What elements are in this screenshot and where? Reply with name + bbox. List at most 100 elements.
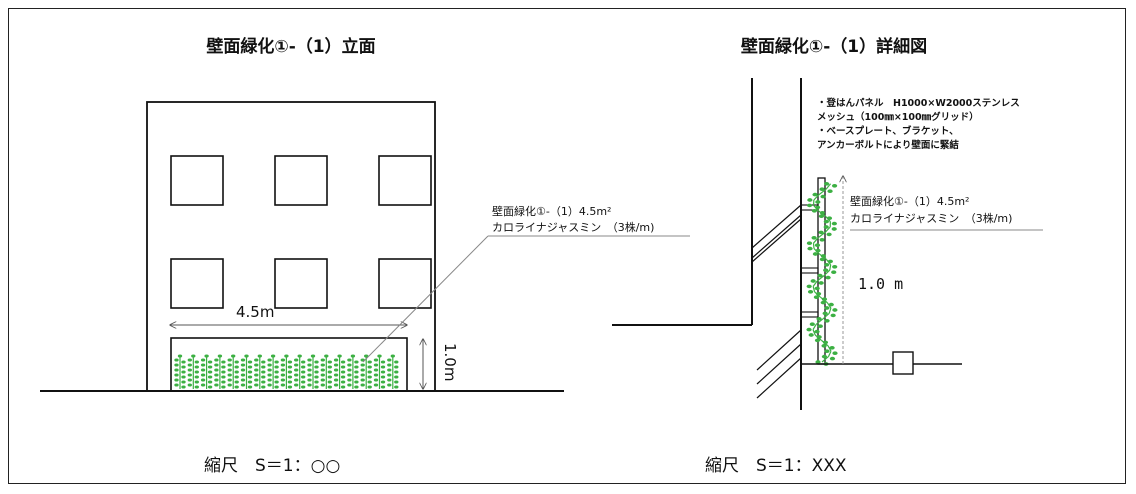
leaf — [819, 210, 826, 215]
leaf — [227, 383, 232, 387]
leaf — [287, 385, 293, 389]
leaf — [394, 385, 399, 389]
bracket — [751, 218, 802, 263]
stem — [812, 280, 818, 287]
leaf — [207, 360, 213, 364]
leaf — [214, 383, 219, 387]
leaf — [187, 358, 192, 362]
leaf — [307, 383, 312, 387]
leaf — [347, 383, 352, 387]
leaf — [301, 365, 306, 369]
leaf — [360, 378, 365, 382]
leaf — [809, 322, 815, 327]
leaf — [333, 363, 339, 367]
leaf — [340, 380, 346, 384]
window — [170, 258, 224, 309]
leaf — [808, 333, 814, 337]
leaf — [815, 200, 821, 204]
leaf — [174, 358, 179, 362]
leaf — [390, 354, 395, 358]
elevation-title: 壁面緑化①-（1）立面 — [206, 36, 375, 57]
leaf — [221, 370, 226, 374]
stem — [829, 264, 832, 271]
leaf — [822, 340, 829, 345]
leaf — [807, 198, 813, 202]
leaf — [194, 380, 199, 384]
leaf — [280, 373, 286, 377]
leaf — [387, 368, 392, 372]
leaf — [367, 380, 372, 384]
leaf — [194, 360, 199, 364]
leaf — [267, 363, 272, 367]
leaf — [823, 219, 829, 224]
leaf — [826, 232, 832, 237]
note-line-4: アンカーボルトにより壁面に緊結 — [817, 139, 959, 151]
leaf — [354, 360, 359, 364]
greening-panel — [170, 337, 408, 392]
leaf — [187, 383, 192, 387]
leaf — [240, 373, 246, 377]
leaf — [247, 360, 253, 364]
detail-callout-line-1: 壁面緑化①-（1）4.5m² — [850, 194, 969, 208]
leaf — [284, 354, 289, 358]
detail-height-label: 1.0 m — [858, 275, 903, 293]
leaf — [234, 370, 239, 374]
leaf — [177, 354, 183, 358]
leaf — [813, 295, 820, 300]
leaf — [267, 378, 272, 382]
leaf — [327, 375, 332, 379]
leaf — [174, 378, 179, 382]
leaf — [214, 378, 219, 382]
leaf — [214, 358, 219, 362]
leaf — [227, 363, 232, 367]
leaf — [367, 385, 372, 389]
leaf — [254, 378, 259, 382]
leaf — [823, 181, 830, 186]
leaf — [240, 368, 246, 372]
callout-line-2: カロライナジャスミン （3株/m) — [492, 220, 654, 234]
leaf — [394, 375, 399, 379]
leaf — [814, 205, 821, 210]
stem — [816, 275, 825, 282]
leaf — [240, 378, 246, 382]
leaf — [340, 375, 346, 379]
leaf — [831, 221, 837, 226]
leaf — [261, 360, 266, 364]
leaf — [380, 360, 386, 364]
leaf — [327, 370, 332, 374]
leaf — [221, 375, 226, 379]
leaf — [187, 363, 192, 367]
leaf — [257, 354, 262, 358]
leaf — [274, 385, 279, 389]
leaf — [247, 375, 253, 379]
stem — [824, 226, 831, 233]
leaf — [307, 368, 312, 372]
leaf — [387, 378, 392, 382]
leaf — [221, 385, 226, 389]
leaf — [207, 380, 213, 384]
leaf — [207, 370, 213, 374]
leaf — [181, 375, 186, 379]
stem — [812, 323, 817, 330]
leaf — [373, 378, 379, 382]
stem — [815, 318, 824, 325]
leaf — [380, 380, 386, 384]
leaf — [191, 354, 196, 358]
leaf — [815, 291, 822, 296]
window — [274, 258, 328, 309]
leaf — [817, 324, 823, 329]
callout-leader — [362, 235, 489, 363]
leaf — [380, 385, 386, 389]
leaf — [261, 375, 266, 379]
leaf — [240, 363, 246, 367]
elevation-scale: 縮尺 S＝1：○○ — [204, 456, 340, 476]
leaf — [333, 368, 339, 372]
leaf — [821, 297, 828, 302]
leaf — [234, 365, 239, 369]
leaf — [254, 383, 259, 387]
leaf — [806, 241, 813, 246]
leaf — [187, 373, 192, 377]
callout-line-1: 壁面緑化①-（1）4.5m² — [492, 204, 611, 218]
leaf — [811, 235, 817, 240]
leaf — [823, 268, 829, 273]
